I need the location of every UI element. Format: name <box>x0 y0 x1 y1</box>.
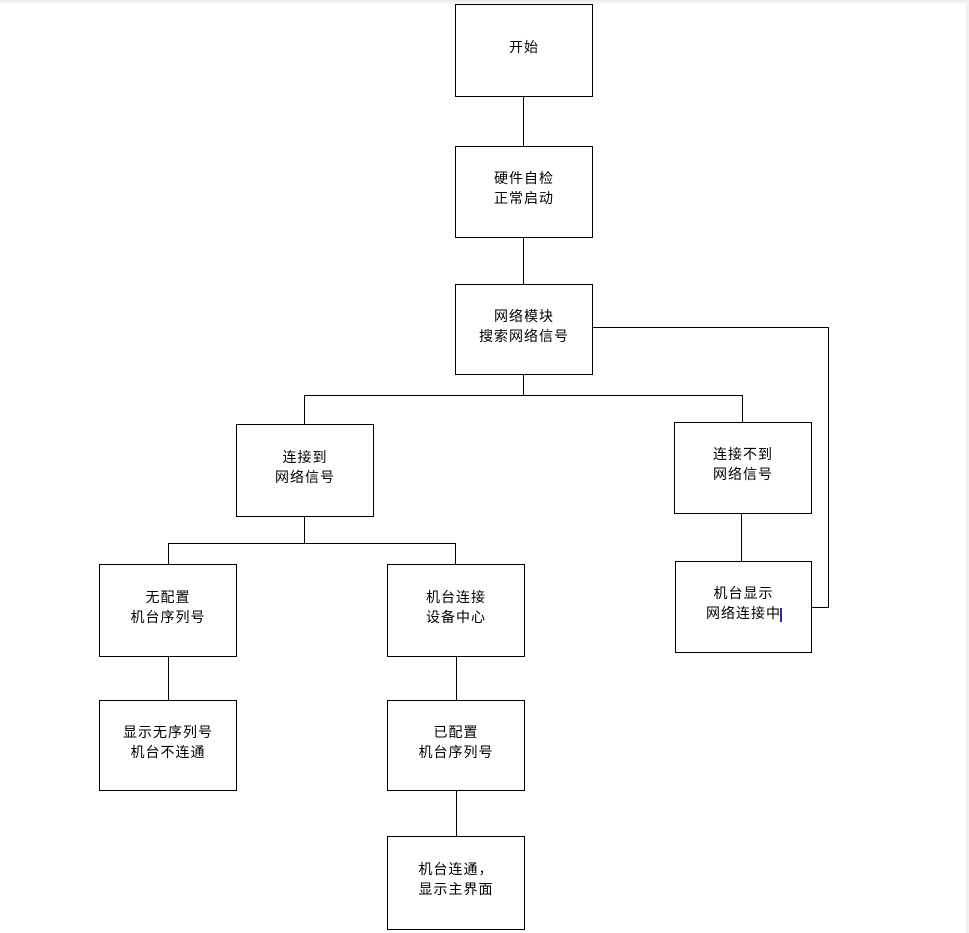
flow-node-start[interactable]: 开始 <box>455 4 593 97</box>
flow-node-show-main-ui[interactable]: 机台连通， 显示主界面 <box>387 836 525 930</box>
node-label: 搜索网络信号 <box>479 328 569 345</box>
node-label: 显示主界面 <box>418 882 494 898</box>
node-label: 连接不到 <box>713 447 773 463</box>
flow-node-signal-not-connected[interactable]: 连接不到 网络信号 <box>674 422 812 514</box>
node-label: 显示无序列号 <box>123 724 213 741</box>
node-label: 网络信号 <box>275 469 335 486</box>
connector-selfcheck-netsearch <box>523 238 524 284</box>
node-label: 设备中心 <box>426 609 486 626</box>
feedback-line-horizontal-top <box>593 327 829 328</box>
node-label: 网络模块 <box>494 308 554 325</box>
flow-node-display-no-serial[interactable]: 显示无序列号 机台不连通 <box>99 700 237 791</box>
branch1-drop-connected <box>304 395 305 424</box>
connector-noconfig-noserial <box>168 657 169 700</box>
connector-devcenter-configured <box>456 657 457 700</box>
flow-node-signal-connected[interactable]: 连接到 网络信号 <box>236 424 374 517</box>
page-right-edge <box>966 0 969 933</box>
text-caret <box>780 608 782 622</box>
branch2-drop-devcenter <box>455 543 456 564</box>
node-label: 网络信号 <box>713 467 773 483</box>
node-label: 机台显示 <box>713 586 774 602</box>
flow-node-serial-configured[interactable]: 已配置 机台序列号 <box>387 700 525 791</box>
branch2-drop-noconfig <box>168 543 169 564</box>
node-label: 正常启动 <box>494 191 554 207</box>
node-label: 已配置 <box>433 724 479 741</box>
branch1-drop-notconnected <box>742 395 743 422</box>
flow-node-no-serial-config[interactable]: 无配置 机台序列号 <box>99 564 237 657</box>
feedback-line-horizontal-bottom <box>812 607 829 608</box>
node-label: 开始 <box>509 39 539 56</box>
connector-connected-branch <box>304 517 305 543</box>
node-label: 机台序列号 <box>130 609 206 626</box>
node-label: 连接到 <box>282 449 328 466</box>
node-label: 机台连通， <box>418 862 494 878</box>
connector-notconnected-connecting <box>741 514 742 561</box>
flow-node-hardware-self-check[interactable]: 硬件自检 正常启动 <box>455 146 593 238</box>
node-label: 机台不连通 <box>130 744 206 761</box>
node-label: 网络连接中 <box>706 606 781 622</box>
connector-start-selfcheck <box>523 97 524 146</box>
node-label: 无配置 <box>145 589 191 606</box>
flow-node-display-connecting[interactable]: 机台显示 网络连接中 <box>675 561 812 653</box>
connector-configured-mainui <box>456 791 457 836</box>
node-label: 机台连接 <box>426 589 486 606</box>
feedback-line-vertical <box>828 327 829 608</box>
node-label: 机台序列号 <box>418 744 494 761</box>
branch1-horizontal-line <box>304 395 743 396</box>
flow-node-connect-device-center[interactable]: 机台连接 设备中心 <box>387 564 525 657</box>
node-label: 硬件自检 <box>494 171 554 187</box>
branch2-horizontal-line <box>168 543 456 544</box>
connector-netsearch-branch <box>523 375 524 395</box>
flow-node-network-module-search[interactable]: 网络模块 搜索网络信号 <box>455 284 593 375</box>
page-top-edge <box>0 0 969 5</box>
